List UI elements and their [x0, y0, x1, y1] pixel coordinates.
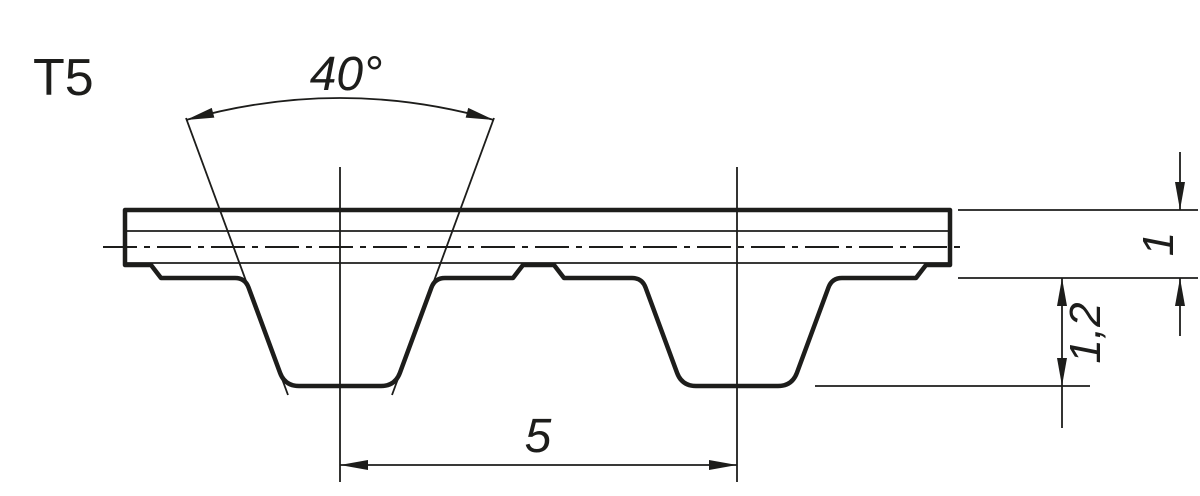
profile-title: T5 [33, 49, 94, 107]
pitch-value: 5 [525, 410, 552, 463]
angle-value: 40° [310, 48, 383, 101]
belt-section [103, 207, 965, 389]
flank-extension-line-right [391, 117, 495, 396]
arc-arrowhead-right [465, 107, 494, 120]
tooth-centerlines [339, 167, 738, 482]
arc-arrowhead-left [186, 107, 215, 120]
flank-extension-line-left [185, 117, 289, 396]
tooth-height-arrowhead-top [1057, 278, 1067, 306]
angle-dimension-arc [185, 97, 495, 121]
tooth-height-value: 1,2 [1061, 302, 1110, 363]
back-height-value: 1 [1134, 232, 1183, 256]
pitch-arrowhead-left [340, 460, 368, 470]
pitch-arrowhead-right [709, 460, 737, 470]
back-height-arrowhead-bottom [1175, 278, 1185, 306]
back-height-arrowhead-top [1175, 182, 1185, 210]
pitch-dimension: 5 [340, 410, 737, 470]
angle-dimension: 40° [185, 48, 495, 396]
height-dimensions: 1 1,2 [815, 152, 1198, 428]
tooth-height-arrowhead-bottom [1057, 358, 1067, 386]
belt-profile-outline [122, 207, 953, 389]
